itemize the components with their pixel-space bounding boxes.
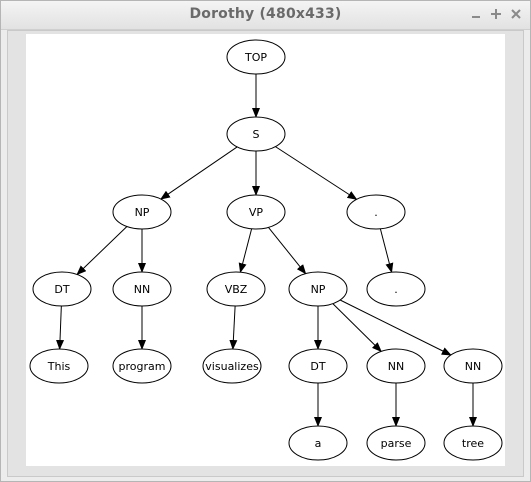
tree-node-ellipse xyxy=(112,271,172,307)
tree-node-label: DT xyxy=(54,283,69,296)
tree-node-ellipse xyxy=(226,116,286,152)
minimize-button[interactable] xyxy=(468,6,484,22)
tree-node-visualizes: visualizes xyxy=(202,348,262,384)
tree-node-a: a xyxy=(288,425,348,461)
tree-node-label: NN xyxy=(465,360,481,373)
tree-node-ellipse xyxy=(346,194,406,230)
tree-edge-np1-dt1 xyxy=(76,226,128,276)
tree-node-np2: NP xyxy=(288,271,348,307)
tree-edge-np2-nn3 xyxy=(339,299,452,356)
tree-edge-dt1-this xyxy=(56,305,65,351)
tree-node-punct1: . xyxy=(346,194,406,230)
tree-node-label: DT xyxy=(310,360,325,373)
tree-node-nn1: NN xyxy=(112,271,172,307)
tree-canvas: TOP S NP VP. DT NN VBZ NP. This program visualizes… xyxy=(26,34,505,466)
tree-node-dt2: DT xyxy=(288,348,348,384)
tree-node-ellipse xyxy=(202,348,262,384)
tree-node-np1: NP xyxy=(112,194,172,230)
tree-node-ellipse xyxy=(443,425,503,461)
tree-node-ellipse xyxy=(288,348,348,384)
tree-edge-vp-np2 xyxy=(267,227,307,275)
tree-node-vp: VP xyxy=(226,194,286,230)
maximize-button[interactable] xyxy=(488,6,504,22)
tree-node-label: program xyxy=(119,360,166,373)
tree-node-label: a xyxy=(315,437,322,450)
tree-node-parse: parse xyxy=(366,425,426,461)
tree-node-tree: tree xyxy=(443,425,503,461)
tree-node-label: . xyxy=(394,283,398,296)
tree-node-label: tree xyxy=(462,437,484,450)
tree-node-label: TOP xyxy=(244,51,267,64)
maximize-icon xyxy=(491,9,501,19)
tree-node-label: NP xyxy=(135,206,150,219)
tree-node-ellipse xyxy=(443,348,503,384)
tree-node-label: VBZ xyxy=(225,283,248,296)
tree-node-program: program xyxy=(112,348,172,384)
tree-node-label: visualizes xyxy=(205,360,259,373)
tree-node-this: This xyxy=(29,348,89,384)
tree-node-punct2: . xyxy=(366,271,426,307)
tree-node-dt1: DT xyxy=(32,271,92,307)
tree-node-label: NP xyxy=(311,283,326,296)
close-button[interactable] xyxy=(508,6,524,22)
tree-edge-vbz-visualizes xyxy=(229,305,238,351)
tree-node-nn3: NN xyxy=(443,348,503,384)
close-icon xyxy=(511,9,521,19)
tree-node-ellipse xyxy=(366,271,426,307)
tree-node-vbz: VBZ xyxy=(206,271,266,307)
tree-node-label: parse xyxy=(381,437,412,450)
window-title: Dorothy (480x433) xyxy=(189,6,342,22)
tree-node-ellipse xyxy=(29,348,89,384)
tree-node-label: VP xyxy=(249,206,264,219)
tree-node-ellipse xyxy=(32,271,92,307)
tree-node-ellipse xyxy=(206,271,266,307)
tree-edge-np2-nn2 xyxy=(332,303,382,353)
tree-node-label: NN xyxy=(134,283,150,296)
tree-node-ellipse xyxy=(112,194,172,230)
tree-node-top: TOP xyxy=(226,39,286,75)
tree-node-ellipse xyxy=(226,39,286,75)
tree-node-nn2: NN xyxy=(366,348,426,384)
tree-node-s: S xyxy=(226,116,286,152)
tree-node-ellipse xyxy=(112,348,172,384)
tree-edge-punct1-punct2 xyxy=(379,228,394,274)
tree-node-ellipse xyxy=(366,425,426,461)
minimize-icon xyxy=(472,16,480,18)
tree-node-label: This xyxy=(47,360,71,373)
tree-edge-s-punct1 xyxy=(275,146,358,200)
tree-edge-vp-vbz xyxy=(238,228,253,274)
tree-node-ellipse xyxy=(366,348,426,384)
tree-node-ellipse xyxy=(288,271,348,307)
tree-node-ellipse xyxy=(226,194,286,230)
tree-edge-s-np1 xyxy=(160,146,238,200)
tree-node-label: . xyxy=(374,206,378,219)
title-bar[interactable]: Dorothy (480x433) xyxy=(1,1,530,30)
tree-node-label: S xyxy=(253,128,260,141)
tree-node-ellipse xyxy=(288,425,348,461)
parse-tree-diagram: TOP S NP VP. DT NN VBZ NP. This program visualizes… xyxy=(29,39,503,461)
tree-node-label: NN xyxy=(388,360,404,373)
